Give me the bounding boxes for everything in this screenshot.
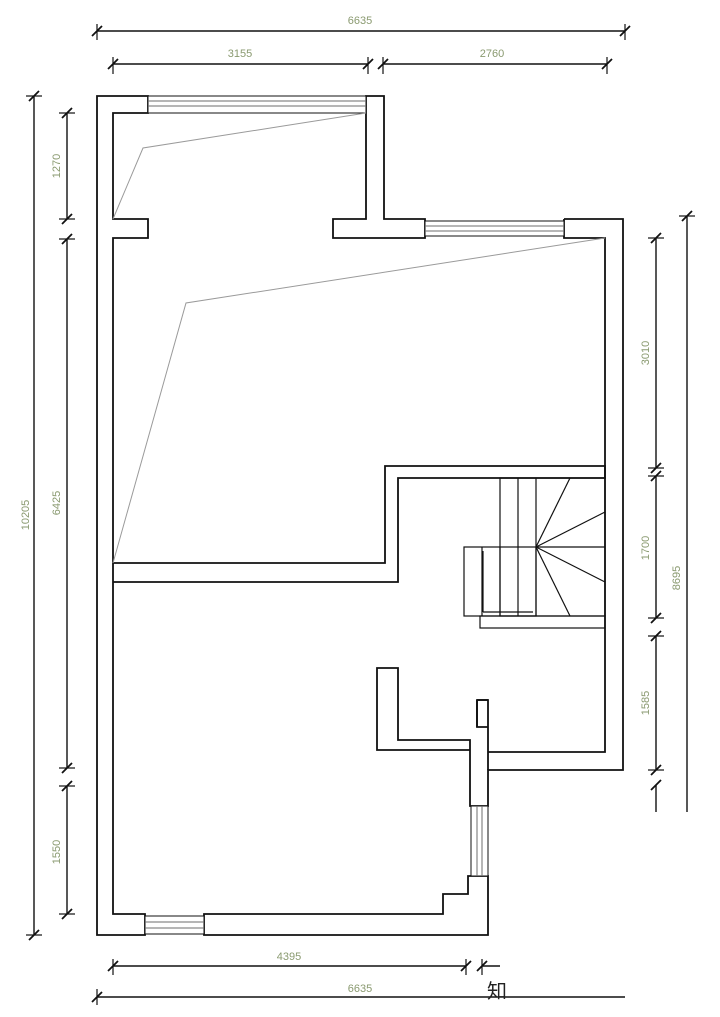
right-total-dimension: 8695 xyxy=(671,210,695,812)
top-overall-dimension-label: 6635 xyxy=(348,15,372,27)
bottom-inner-dimension-label: 4395 xyxy=(277,951,301,963)
top-right-dimension-label: 2760 xyxy=(480,48,504,60)
left-total-dimension: 10205 xyxy=(20,90,42,941)
left-total-dimension-label: 10205 xyxy=(20,500,32,531)
top-overall-dimension: 6635 xyxy=(91,15,631,40)
south-wall xyxy=(203,875,489,936)
left-bottom-dimension-label: 1550 xyxy=(51,840,63,864)
right-mid-dimension: 1700 xyxy=(640,470,664,624)
right-upper-dimension-label: 3010 xyxy=(640,341,652,365)
window-mid xyxy=(424,220,565,237)
left-bottom-dimension: 1550 xyxy=(51,780,75,920)
bottom-inner-dimension: 4395 xyxy=(107,951,500,975)
watermark-glyph: 知 xyxy=(487,979,507,1003)
left-mid-dimension: 6425 xyxy=(51,233,75,774)
bottom-overall-dimension-label: 6635 xyxy=(348,983,372,995)
left-top-dimension-label: 1270 xyxy=(51,154,63,178)
right-total-dimension-label: 8695 xyxy=(671,566,683,590)
right-lower-dimension-label: 1585 xyxy=(640,691,652,715)
window-bottom xyxy=(144,915,205,935)
window-east xyxy=(470,805,489,877)
left-mid-dimension-label: 6425 xyxy=(51,491,63,515)
staircase xyxy=(463,477,606,629)
sketch-lines xyxy=(112,112,606,564)
north-pier-wall xyxy=(332,95,426,239)
top-right-dimension: 2760 xyxy=(377,48,613,74)
window-top xyxy=(147,95,367,114)
right-lower-dimension: 1585 xyxy=(640,630,664,812)
right-upper-dimension: 3010 xyxy=(640,232,664,474)
bottom-overall-dimension: 6635 xyxy=(91,983,625,1005)
interior-partition xyxy=(113,465,606,583)
top-left-dimension-label: 3155 xyxy=(228,48,252,60)
top-left-dimension: 3155 xyxy=(107,48,374,74)
left-top-dimension: 1270 xyxy=(51,107,75,225)
west-wall xyxy=(96,95,149,936)
lower-pier xyxy=(476,699,489,770)
right-mid-dimension-label: 1700 xyxy=(640,536,652,560)
